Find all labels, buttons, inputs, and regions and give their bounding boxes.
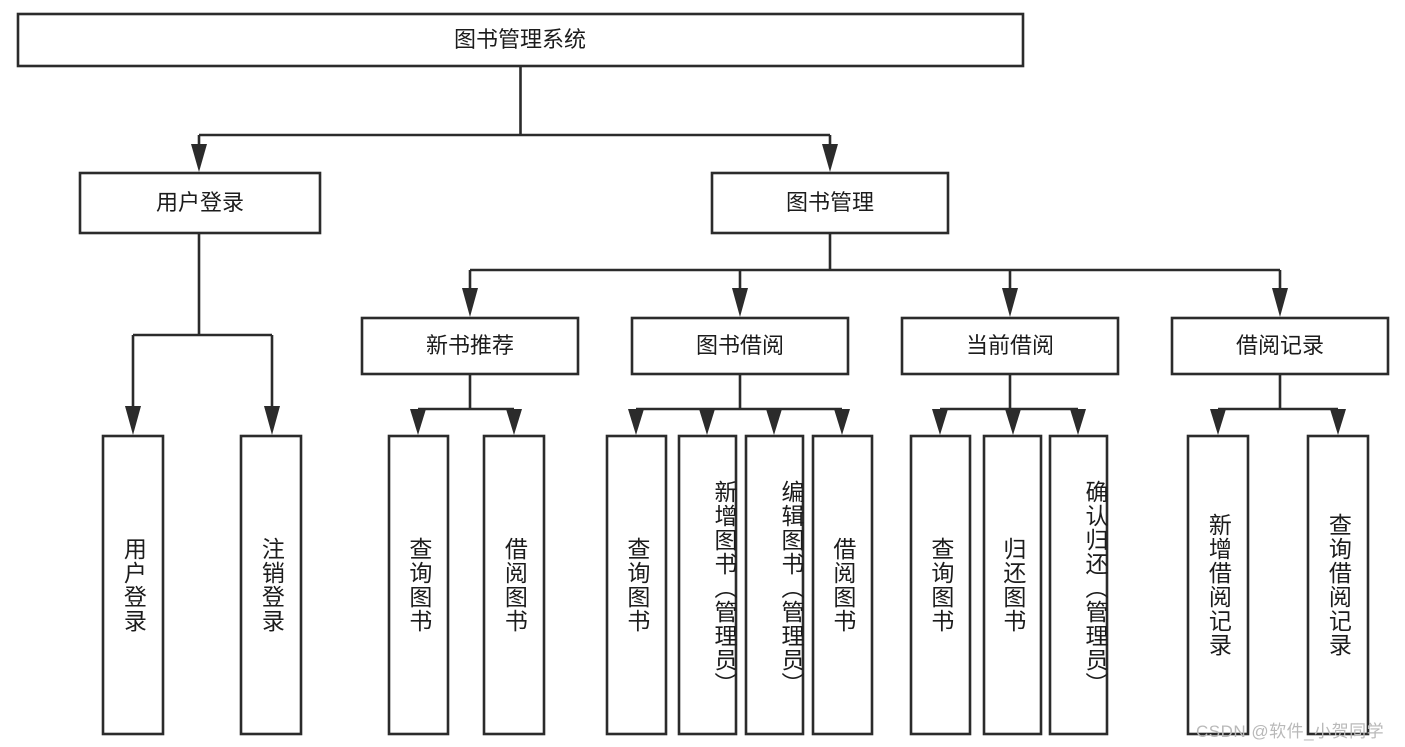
node-current-borrow-box[interactable] <box>900 316 1120 376</box>
arrow-head-icon <box>699 409 715 435</box>
node-new-book-recommend-label: 新书推荐 <box>426 333 514 358</box>
node-book-borrow-box[interactable] <box>630 316 850 376</box>
node-current-borrow-label: 当前借阅 <box>966 333 1054 358</box>
node-root-label: 图书管理系统 <box>454 27 586 52</box>
arrow-head-icon <box>822 144 838 172</box>
arrow-head-icon <box>628 409 644 435</box>
node-book-manage-box[interactable] <box>710 171 950 235</box>
node-book-manage-label: 图书管理 <box>786 190 874 215</box>
connector-group-user-login <box>125 233 280 435</box>
node-root[interactable]: 图书管理系统 <box>16 12 1025 68</box>
leaf-box-current-borrow-0[interactable] <box>909 434 972 736</box>
connector-group-new-book <box>410 374 522 435</box>
connector-group-book-borrow <box>628 374 850 435</box>
node-new-book-recommend[interactable]: 新书推荐 <box>360 316 580 376</box>
arrow-head-icon <box>1070 409 1086 435</box>
arrow-head-icon <box>732 288 748 317</box>
leaf-box-borrow-record-1[interactable] <box>1306 434 1370 736</box>
leaf-box-current-borrow-1[interactable] <box>982 434 1043 736</box>
node-user-login-box[interactable] <box>78 171 322 235</box>
node-new-book-recommend-box[interactable] <box>360 316 580 376</box>
arrow-head-icon <box>932 409 948 435</box>
node-user-login-label: 用户登录 <box>156 190 244 215</box>
node-current-borrow[interactable]: 当前借阅 <box>900 316 1120 376</box>
node-borrow-record[interactable]: 借阅记录 <box>1170 316 1390 376</box>
arrow-head-icon <box>766 409 782 435</box>
arrow-head-icon <box>506 409 522 435</box>
leaf-box-user-login-1[interactable] <box>239 434 303 736</box>
connector-group-root <box>191 66 838 172</box>
leaf-box-book-borrow-0[interactable] <box>605 434 668 736</box>
node-borrow-record-box[interactable] <box>1170 316 1390 376</box>
arrow-head-icon <box>191 144 207 172</box>
arrow-head-icon <box>1272 288 1288 317</box>
arrow-head-icon <box>1330 409 1346 435</box>
node-borrow-record-label: 借阅记录 <box>1236 333 1324 358</box>
connector-group-borrow-record <box>1210 374 1346 435</box>
arrow-head-icon <box>125 406 141 435</box>
arrow-head-icon <box>264 406 280 435</box>
leaf-box-user-login-0[interactable] <box>101 434 165 736</box>
leaf-box-new-book-1[interactable] <box>482 434 546 736</box>
connector-group-book-manage <box>462 233 1288 317</box>
watermark-text: CSDN @软件_小贺同学 <box>1196 722 1385 741</box>
node-book-manage[interactable]: 图书管理 <box>710 171 950 235</box>
arrow-head-icon <box>1210 409 1226 435</box>
node-root-box[interactable] <box>16 12 1025 68</box>
arrow-head-icon <box>410 409 426 435</box>
arrow-head-icon <box>1002 288 1018 317</box>
arrow-head-icon <box>1005 409 1021 435</box>
leaf-box-borrow-record-0[interactable] <box>1186 434 1250 736</box>
leaf-box-book-borrow-3[interactable] <box>811 434 874 736</box>
leaf-box-group <box>101 434 1370 736</box>
leaf-box-book-borrow-1[interactable] <box>677 434 738 736</box>
arrow-head-icon <box>834 409 850 435</box>
node-book-borrow-label: 图书借阅 <box>696 333 784 358</box>
leaf-box-book-borrow-2[interactable] <box>744 434 805 736</box>
leaf-box-current-borrow-2[interactable] <box>1048 434 1109 736</box>
node-user-login[interactable]: 用户登录 <box>78 171 322 235</box>
arrow-head-icon <box>462 288 478 317</box>
node-book-borrow[interactable]: 图书借阅 <box>630 316 850 376</box>
leaf-box-new-book-0[interactable] <box>387 434 450 736</box>
connector-group-current-borrow <box>932 374 1086 435</box>
